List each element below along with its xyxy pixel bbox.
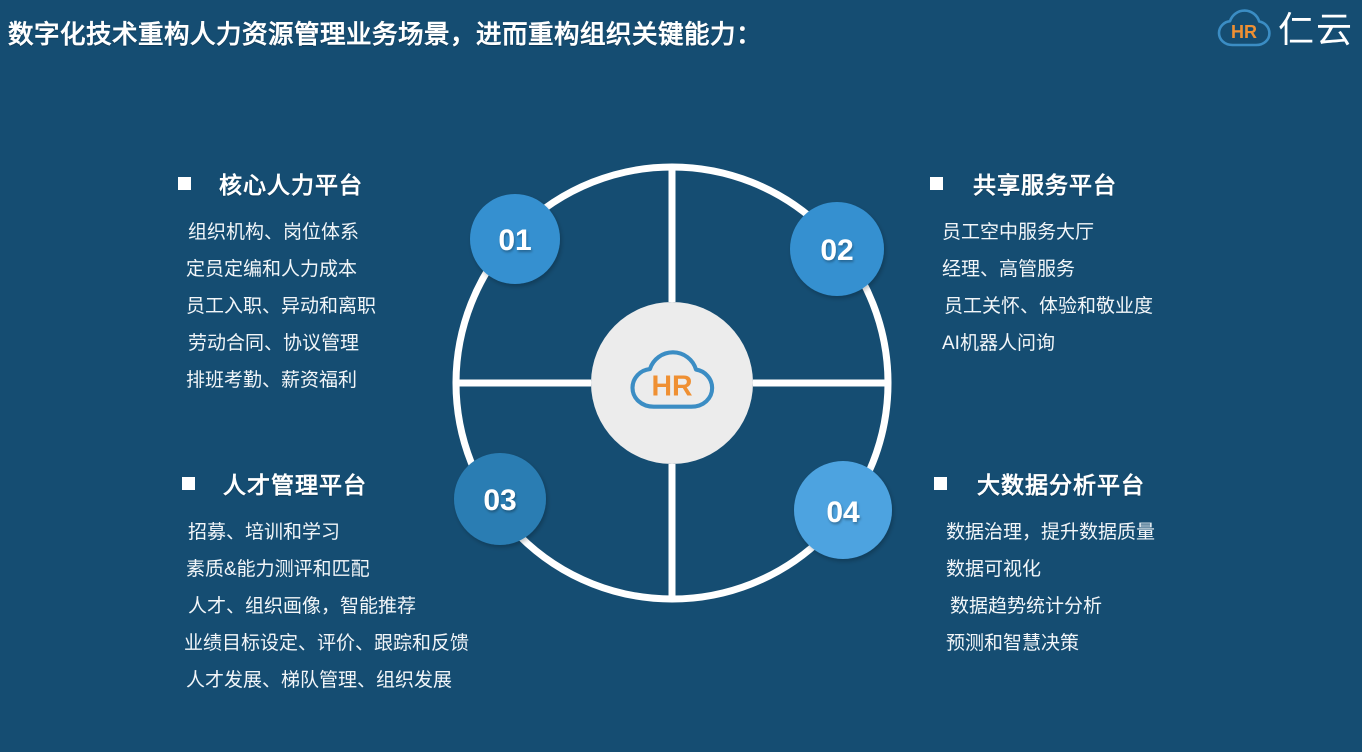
list-item: 员工入职、异动和离职 (186, 296, 377, 317)
list-item: AI机器人问询 (942, 333, 1055, 354)
block-heading: 大数据分析平台 (934, 466, 1334, 500)
node-circle-03[interactable]: 03 (454, 453, 546, 545)
block-heading: 核心人力平台 (178, 166, 578, 200)
bullet-square-icon (930, 176, 943, 190)
list-item: 人才、组织画像，智能推荐 (188, 596, 417, 617)
hr-platform-wheel-diagram: HR 01 02 03 04 (422, 152, 922, 622)
list-item: 数据趋势统计分析 (950, 596, 1103, 617)
block-title: 人才管理平台 (223, 472, 367, 498)
node-circle-01[interactable]: 01 (470, 194, 560, 284)
bullet-square-icon (934, 476, 947, 490)
list-item: 数据可视化 (946, 559, 1042, 580)
list-item: 数据治理，提升数据质量 (946, 522, 1156, 543)
list-item: 招募、培训和学习 (188, 522, 341, 543)
block-heading: 人才管理平台 (182, 466, 582, 500)
node-circle-02[interactable]: 02 (790, 202, 884, 296)
list-item: 员工关怀、体验和敬业度 (944, 296, 1154, 317)
page-title: 数字化技术重构人力资源管理业务场景，进而重构组织关键能力： (8, 21, 763, 49)
block-title: 核心人力平台 (219, 172, 363, 198)
panel-big-data-analytics-platform: 大数据分析平台 数据治理，提升数据质量 数据可视化 数据趋势统计分析 预测和智慧… (934, 466, 1334, 662)
list-item: 素质&能力测评和匹配 (186, 559, 370, 580)
brand-name: 仁云 (1277, 9, 1354, 50)
list-item: 经理、高管服务 (942, 259, 1076, 280)
block-title: 大数据分析平台 (977, 472, 1145, 498)
panel-core-hr-platform: 核心人力平台 组织机构、岗位体系 定员定编和人力成本 员工入职、异动和离职 劳动… (178, 166, 578, 399)
brand-logo: HR 仁云 (1216, 6, 1354, 54)
bullet-square-icon (178, 176, 191, 190)
node-label-04: 04 (826, 496, 860, 529)
page-header: 数字化技术重构人力资源管理业务场景，进而重构组织关键能力： HR 仁云 (0, 0, 1362, 62)
list-item: 人才发展、梯队管理、组织发展 (186, 670, 453, 691)
panel-talent-management-platform: 人才管理平台 招募、培训和学习 素质&能力测评和匹配 人才、组织画像，智能推荐 … (182, 466, 582, 699)
list-item: 组织机构、岗位体系 (188, 222, 360, 243)
block-title: 共享服务平台 (973, 172, 1117, 198)
block-heading: 共享服务平台 (930, 166, 1330, 200)
feature-list: 招募、培训和学习 素质&能力测评和匹配 人才、组织画像，智能推荐 业绩目标设定、… (182, 514, 582, 699)
list-item: 劳动合同、协议管理 (188, 333, 360, 354)
brand-mark-text: HR (1231, 22, 1257, 42)
feature-list: 员工空中服务大厅 经理、高管服务 员工关怀、体验和敬业度 AI机器人问询 (930, 214, 1330, 362)
node-label-02: 02 (820, 234, 853, 267)
node-circle-04[interactable]: 04 (794, 461, 892, 559)
center-disc (591, 302, 753, 464)
center-hr-cloud-icon: HR (630, 350, 715, 409)
feature-list: 组织机构、岗位体系 定员定编和人力成本 员工入职、异动和离职 劳动合同、协议管理… (178, 214, 578, 399)
feature-list: 数据治理，提升数据质量 数据可视化 数据趋势统计分析 预测和智慧决策 (934, 514, 1334, 662)
bullet-square-icon (182, 476, 195, 490)
list-item: 排班考勤、薪资福利 (186, 370, 358, 391)
node-label-03: 03 (483, 484, 516, 517)
panel-shared-service-platform: 共享服务平台 员工空中服务大厅 经理、高管服务 员工关怀、体验和敬业度 AI机器… (930, 166, 1330, 362)
list-item: 预测和智慧决策 (946, 633, 1080, 654)
list-item: 定员定编和人力成本 (186, 259, 358, 280)
list-item: 员工空中服务大厅 (942, 222, 1095, 243)
list-item: 业绩目标设定、评价、跟踪和反馈 (184, 633, 470, 654)
cloud-hr-logo-icon: HR (1216, 8, 1272, 52)
center-hr-text: HR (651, 371, 692, 403)
node-label-01: 01 (498, 224, 531, 257)
